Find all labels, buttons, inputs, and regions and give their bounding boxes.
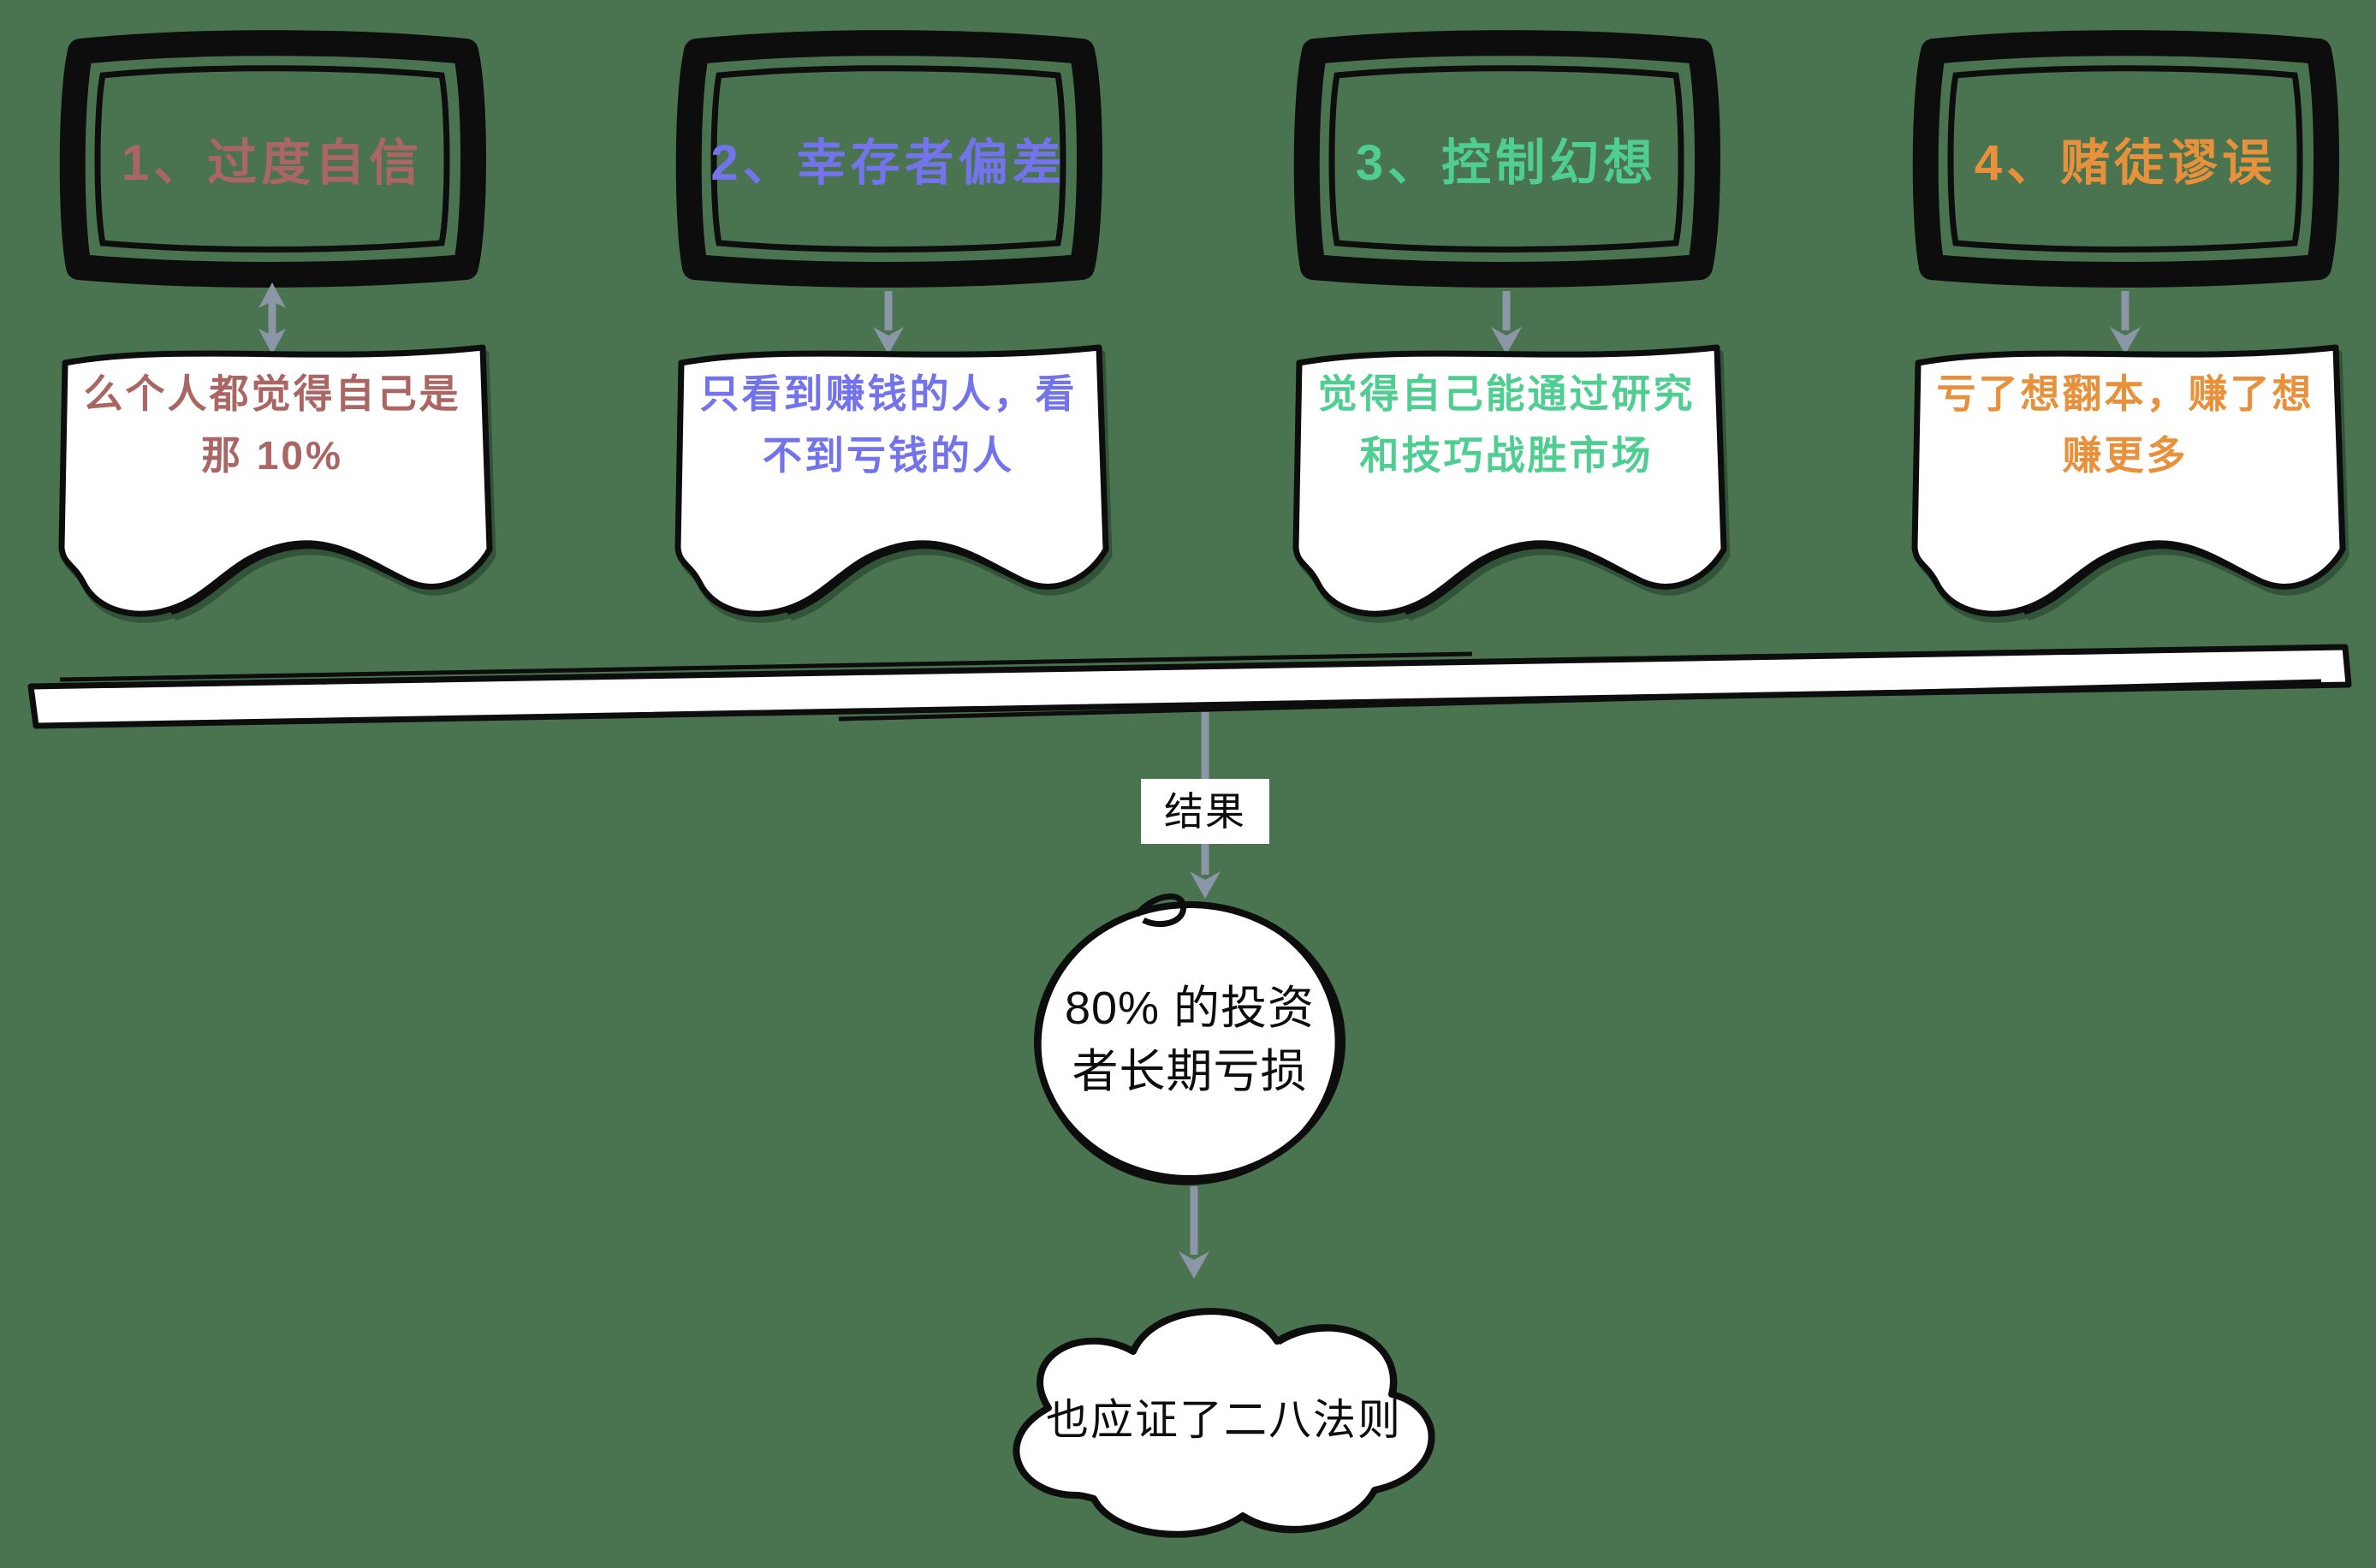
sketch-circle-icon [1034, 894, 1345, 1185]
box-gamblers-fallacy: 4、赌徒谬误 [1903, 26, 2348, 291]
paper-icon [58, 344, 493, 617]
tv-frame-icon [1912, 30, 2339, 288]
note-gamblers-fallacy: 亏了想翻本，赚了想 赚更多 [1903, 334, 2348, 633]
tv-frame-icon [675, 30, 1102, 288]
note-text: 觉得自己能通过研究 和技巧战胜市场 [1284, 363, 1729, 486]
note-line: 不到亏钱的人 [763, 433, 1014, 478]
note-text: 亏了想翻本，赚了想 赚更多 [1903, 363, 2348, 486]
double-arrow-icon [247, 282, 298, 354]
box-title: 3、控制幻想 [1355, 135, 1658, 191]
conclusion-text: 也应证了二八法则 [1046, 1396, 1402, 1444]
result-arrow-label: 结果 [1141, 779, 1269, 844]
conclusion-cloud: 也应证了二八法则 [967, 1280, 1481, 1553]
paper-icon [1292, 344, 1727, 617]
result-circle: 80% 的投资 者长期亏损 [1019, 886, 1361, 1194]
box-survivorship-bias: 2、幸存者偏差 [666, 26, 1111, 291]
circle-line: 者长期亏损 [1072, 1046, 1308, 1097]
note-line: 赚更多 [2062, 433, 2189, 478]
result-circle-text: 80% 的投资 者长期亏损 [1019, 886, 1361, 1194]
box-overconfidence: 1、过度自信 [50, 26, 495, 291]
note-text: 么个人都觉得自己是 那 10% [50, 363, 495, 486]
down-arrow-icon [2100, 288, 2151, 354]
down-arrow-icon [1481, 288, 1532, 354]
tv-frame-icon [59, 30, 486, 288]
note-line: 觉得自己能通过研究 [1317, 371, 1696, 416]
note-survivorship-bias: 只看到赚钱的人，看 不到亏钱的人 [666, 334, 1111, 633]
cloud-icon [1013, 1308, 1435, 1538]
down-arrow-icon [1168, 1183, 1220, 1279]
paper-icon [1911, 344, 2346, 617]
paper-icon [674, 344, 1109, 617]
note-line: 么个人都觉得自己是 [83, 371, 461, 416]
tv-frame-icon [1293, 30, 1720, 288]
box-illusion-of-control: 3、控制幻想 [1284, 26, 1729, 291]
note-line: 只看到赚钱的人，看 [699, 371, 1078, 416]
note-line: 和技巧战胜市场 [1359, 433, 1654, 478]
note-overconfidence: 么个人都觉得自己是 那 10% [50, 334, 495, 633]
box-title: 4、赌徒谬误 [1974, 135, 2277, 191]
note-text: 只看到赚钱的人，看 不到亏钱的人 [666, 363, 1111, 486]
down-arrow-icon [863, 288, 914, 354]
divider-bar [0, 635, 2376, 738]
box-title: 1、过度自信 [121, 135, 424, 191]
note-line: 亏了想翻本，赚了想 [1936, 371, 2314, 416]
note-line: 那 10% [201, 433, 343, 478]
note-illusion-of-control: 觉得自己能通过研究 和技巧战胜市场 [1284, 334, 1729, 633]
circle-line: 80% 的投资 [1064, 983, 1316, 1034]
box-title: 2、幸存者偏差 [710, 135, 1066, 191]
